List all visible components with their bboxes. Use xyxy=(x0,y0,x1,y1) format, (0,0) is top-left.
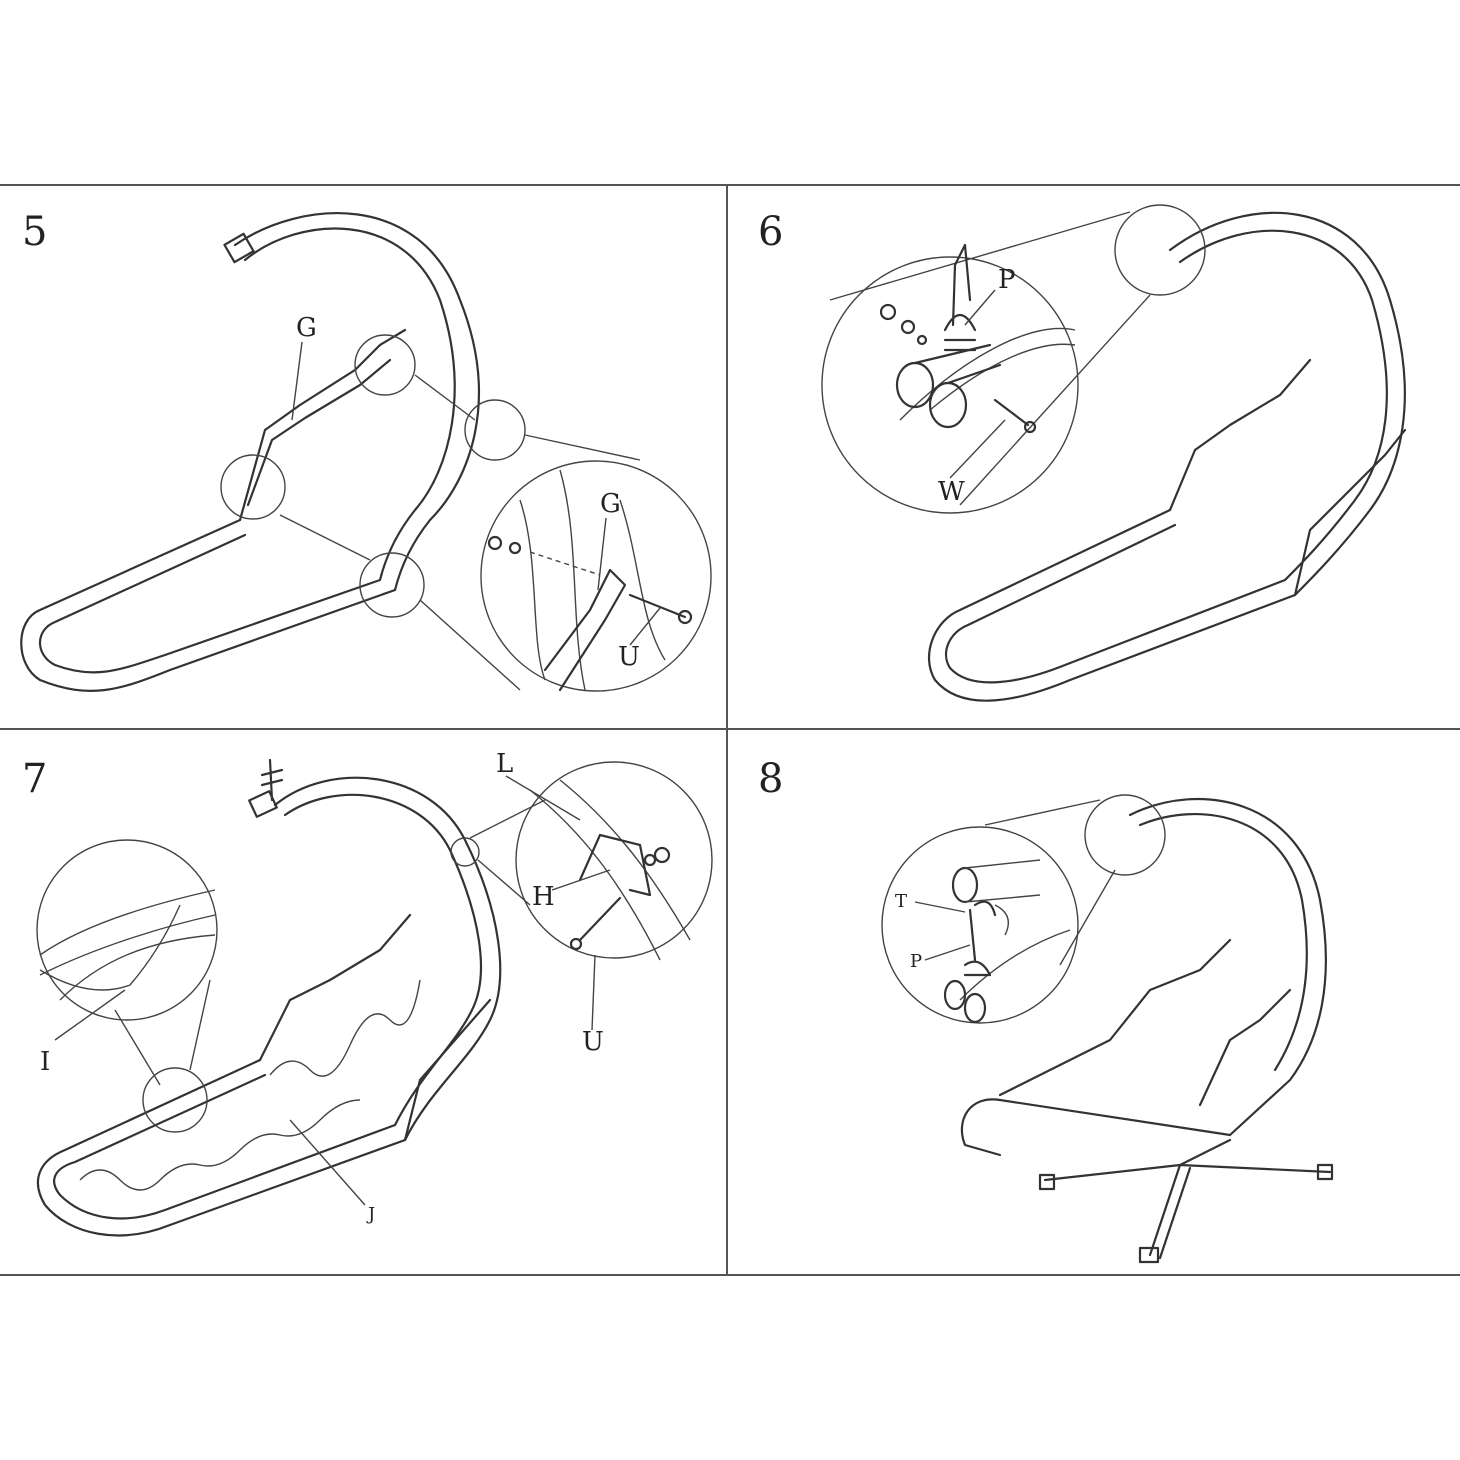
hardware-detail xyxy=(879,243,1076,434)
part-label-u: U xyxy=(618,642,640,672)
lounger-frame xyxy=(927,211,1407,702)
step-6-panel: 6 P W xyxy=(758,204,1407,702)
detail-circle xyxy=(1084,794,1166,876)
hanging-hook-detail xyxy=(943,859,1071,1024)
lounger-with-stand xyxy=(960,797,1334,1264)
detail-circle xyxy=(1114,204,1206,296)
step-number: 8 xyxy=(758,756,783,802)
magnified-detail xyxy=(821,256,1079,514)
step-number: 7 xyxy=(22,756,47,802)
detail-circles xyxy=(220,334,712,692)
part-label-g: G xyxy=(296,313,317,343)
part-label-t: T xyxy=(895,891,907,912)
part-label-u: U xyxy=(582,1027,604,1057)
magnified-detail xyxy=(515,761,713,959)
part-label-h: H xyxy=(532,882,555,912)
part-label-i: I xyxy=(40,1047,50,1077)
part-label-p: P xyxy=(998,265,1016,295)
lounger-frame xyxy=(20,212,480,692)
part-label-g: G xyxy=(600,489,621,519)
step-8-panel: 8 T P xyxy=(758,756,1334,1264)
magnified-detail xyxy=(480,460,712,692)
step-number: 6 xyxy=(758,209,783,255)
part-label-p: P xyxy=(910,951,922,972)
part-label-w: W xyxy=(938,477,965,507)
magnified-detail xyxy=(36,839,218,1021)
part-label-j: J xyxy=(366,1204,375,1225)
lounger-with-fabric xyxy=(36,758,502,1237)
step-5-panel: 5 G G U xyxy=(20,209,712,692)
step-7-panel: 7 L H U I J xyxy=(22,749,713,1237)
step-number: 5 xyxy=(22,209,47,255)
panel-grid xyxy=(0,184,1460,1276)
part-label-l: L xyxy=(496,749,513,779)
magnified-detail xyxy=(881,826,1079,1024)
